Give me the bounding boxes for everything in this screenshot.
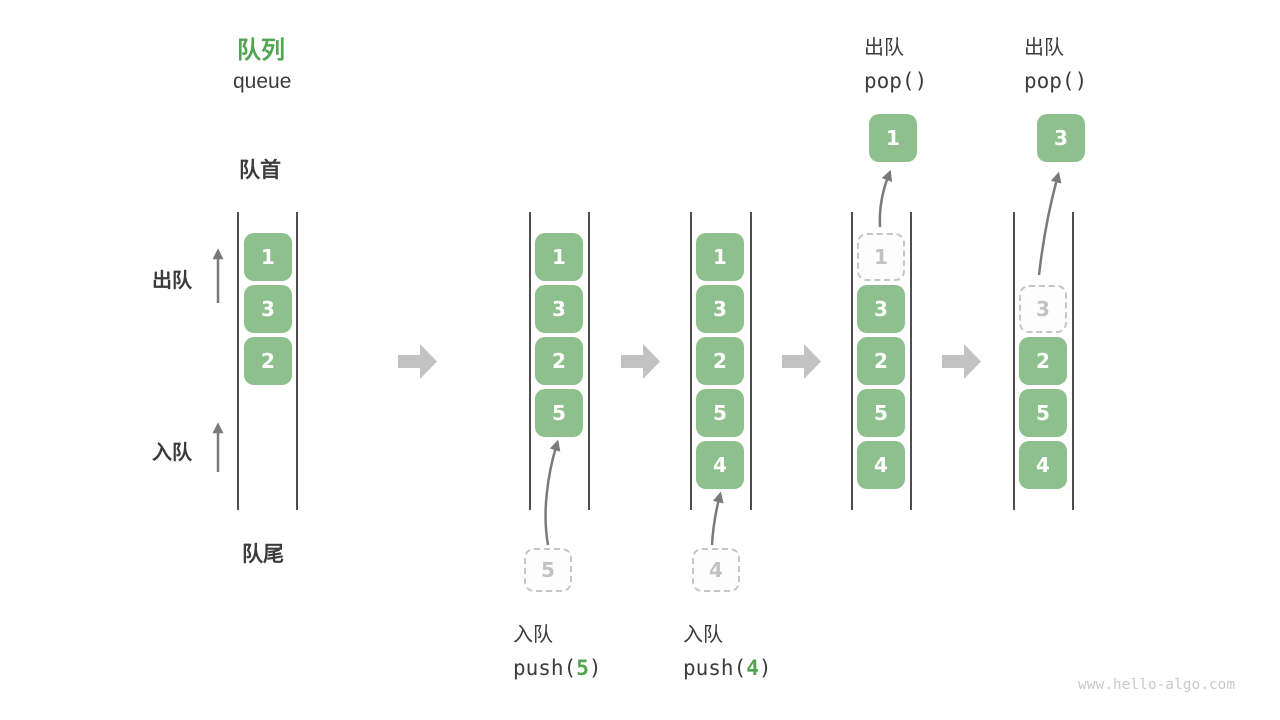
removed-cell: 1: [857, 233, 905, 281]
queue-rail: [237, 212, 239, 510]
popped-cell: 3: [1037, 114, 1085, 162]
op-label-code: push(5): [513, 656, 602, 680]
op-label-zh: 入队: [513, 624, 553, 646]
op-arg: 4: [746, 656, 759, 680]
dequeue-op-label: 出队 pop(): [1024, 31, 1087, 93]
queue-cell: 1: [535, 233, 583, 281]
pop-3-arrow: [1037, 171, 1062, 276]
incoming-cell: 5: [524, 548, 572, 592]
diagram-title-zh: 队列: [237, 37, 285, 64]
queue-cell: 3: [244, 285, 292, 333]
queue-cell: 5: [1019, 389, 1067, 437]
queue-rail: [1072, 212, 1074, 510]
queue-cell: 4: [857, 441, 905, 489]
push-4-arrow: [710, 491, 724, 546]
op-label-zh: 入队: [683, 624, 723, 646]
incoming-cell: 4: [692, 548, 740, 592]
queue-cell: 3: [857, 285, 905, 333]
queue-cell: 2: [535, 337, 583, 385]
queue-cell: 2: [696, 337, 744, 385]
queue-cell: 2: [1019, 337, 1067, 385]
queue-cell: 2: [244, 337, 292, 385]
queue-cell: 3: [696, 285, 744, 333]
queue-rail: [750, 212, 752, 510]
step-arrow-2: [621, 344, 660, 379]
queue-rail: [851, 212, 853, 510]
dequeue-op-label: 出队 pop(): [864, 31, 927, 93]
queue-rear-label: 队尾: [242, 543, 284, 566]
queue-cell: 5: [535, 389, 583, 437]
queue-cell: 1: [696, 233, 744, 281]
step-arrow-3: [782, 344, 821, 379]
op-label-zh: 出队: [864, 37, 904, 59]
queue-cell: 4: [696, 441, 744, 489]
dequeue-label: 出队: [152, 270, 192, 292]
enqueue-op-label: 入队 push(4): [683, 618, 772, 680]
enqueue-op-label: 入队 push(5): [513, 618, 602, 680]
queue-rail: [690, 212, 692, 510]
step-arrow-1: [398, 344, 437, 379]
watermark: www.hello-algo.com: [1078, 677, 1236, 693]
queue-rail: [529, 212, 531, 510]
queue-cell: 3: [535, 285, 583, 333]
op-label-zh: 出队: [1024, 37, 1064, 59]
diagram-title-en: queue: [233, 70, 292, 93]
queue-rail: [910, 212, 912, 510]
queue-rail: [1013, 212, 1015, 510]
queue-cell: 1: [244, 233, 292, 281]
pop-1-arrow: [878, 169, 892, 228]
op-label-code: push(4): [683, 656, 772, 680]
op-label-code: pop(): [1024, 69, 1088, 93]
queue-cell: 5: [696, 389, 744, 437]
popped-cell: 1: [869, 114, 917, 162]
push-5-arrow: [544, 439, 561, 546]
queue-rail: [296, 212, 298, 510]
removed-cell: 3: [1019, 285, 1067, 333]
enqueue-label: 入队: [152, 442, 192, 464]
op-arg: 5: [576, 656, 589, 680]
queue-front-label: 队首: [239, 159, 281, 182]
step-arrow-4: [942, 344, 981, 379]
queue-cell: 5: [857, 389, 905, 437]
queue-rail: [588, 212, 590, 510]
queue-cell: 4: [1019, 441, 1067, 489]
queue-cell: 2: [857, 337, 905, 385]
op-label-code: pop(): [864, 69, 928, 93]
